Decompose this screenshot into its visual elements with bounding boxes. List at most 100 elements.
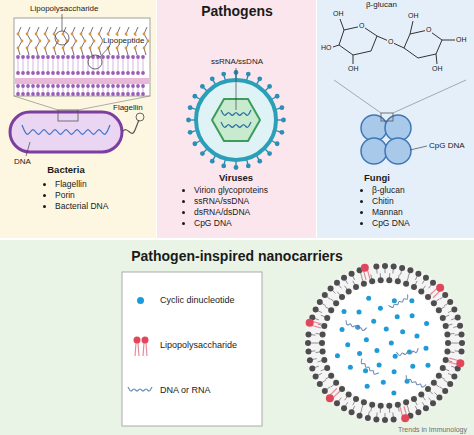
cyclic-dinucleotide bbox=[384, 326, 389, 331]
lipid-head bbox=[339, 386, 345, 392]
lipid-head bbox=[21, 84, 25, 88]
lipid-head bbox=[141, 84, 145, 88]
viral-genome bbox=[221, 110, 251, 127]
lps-head bbox=[326, 394, 334, 402]
cyclic-dinucleotide bbox=[392, 298, 397, 303]
sugar-unit bbox=[134, 33, 137, 36]
lipid-head bbox=[313, 307, 319, 313]
lipid-head bbox=[305, 340, 311, 346]
lipid-head bbox=[305, 331, 311, 337]
lipid-head bbox=[382, 263, 388, 269]
lipid-head bbox=[313, 373, 319, 379]
lipid-head bbox=[81, 71, 85, 75]
lipid-head bbox=[395, 402, 401, 408]
lipid-head bbox=[319, 340, 325, 346]
lipid-head bbox=[431, 300, 437, 306]
lipid-head bbox=[51, 92, 55, 96]
lipid-head bbox=[418, 289, 424, 295]
lipid-head bbox=[66, 71, 70, 75]
panel-heading: Fungi bbox=[364, 172, 390, 183]
sugar-unit bbox=[80, 47, 83, 50]
bullet-list: FlagellinPorinBacterial DNA bbox=[44, 179, 108, 212]
nucleic-acid-sample bbox=[128, 387, 152, 391]
cyclic-dinucleotide bbox=[374, 348, 379, 353]
lipid-head bbox=[131, 84, 135, 88]
sugar-unit bbox=[80, 33, 83, 36]
lipid-head bbox=[440, 315, 446, 321]
sugar-unit bbox=[143, 47, 146, 50]
lipid-head bbox=[126, 84, 130, 88]
leader-line bbox=[410, 146, 427, 150]
liposome-ground bbox=[305, 263, 465, 423]
lipid-head bbox=[131, 71, 135, 75]
lipid-head bbox=[334, 400, 340, 406]
lipid-head bbox=[440, 365, 446, 371]
cyclic-dinucleotide bbox=[424, 321, 429, 326]
glycoprotein bbox=[279, 130, 284, 135]
lipid-head bbox=[101, 71, 105, 75]
lipid-head bbox=[51, 84, 55, 88]
lipid-head bbox=[425, 386, 431, 392]
cyclic-dinucleotide bbox=[410, 364, 415, 369]
lipid-head bbox=[36, 92, 40, 96]
sugar-unit bbox=[62, 33, 65, 36]
lipid-head bbox=[46, 84, 50, 88]
lipid-head bbox=[391, 417, 397, 423]
lipid-head bbox=[328, 373, 334, 379]
pathogen-panel: VirusesVirion glycoproteinsssRNA/ssDNAds… bbox=[157, 0, 316, 238]
glycoprotein bbox=[267, 84, 272, 89]
lipid-head bbox=[425, 294, 431, 300]
atom-label: OH bbox=[347, 65, 360, 73]
part-label: ssRNA/ssDNA bbox=[211, 57, 263, 66]
lipid-head bbox=[126, 92, 130, 96]
lipid-head bbox=[357, 413, 363, 419]
sugar-unit bbox=[62, 47, 65, 50]
sugar-unit bbox=[35, 47, 38, 50]
lipid-head bbox=[121, 55, 125, 59]
cyclic-dinucleotide bbox=[371, 319, 376, 324]
lipid-head bbox=[320, 349, 326, 355]
lipid-tail bbox=[108, 57, 109, 73]
nucleic-acid bbox=[345, 320, 367, 331]
leader-line bbox=[236, 68, 237, 110]
lipid-head bbox=[36, 71, 40, 75]
sugar-unit bbox=[143, 33, 146, 36]
cyclic-dinucleotide bbox=[366, 296, 371, 301]
cyclic-dinucleotide bbox=[364, 337, 369, 342]
glycoprotein bbox=[221, 163, 226, 168]
sugar-unit bbox=[107, 33, 110, 36]
lipid-head bbox=[51, 71, 55, 75]
lipid-head bbox=[116, 84, 120, 88]
lipid-head bbox=[321, 323, 327, 329]
lipid-head bbox=[361, 281, 367, 287]
lipid-head bbox=[431, 380, 437, 386]
lipid-head bbox=[341, 405, 347, 411]
zoom-line bbox=[14, 96, 58, 110]
bacterial-dna bbox=[22, 125, 110, 134]
lipid-head bbox=[391, 263, 397, 269]
lipid-head bbox=[443, 357, 449, 363]
lipid-head bbox=[378, 277, 384, 283]
lipid-head bbox=[46, 71, 50, 75]
lipid-head bbox=[317, 381, 323, 387]
sugar-unit bbox=[39, 40, 42, 43]
lipid-head bbox=[459, 331, 465, 337]
lipid-head bbox=[81, 84, 85, 88]
glycoprotein bbox=[279, 105, 284, 110]
lps-tail bbox=[367, 269, 370, 279]
lipid-head bbox=[395, 278, 401, 284]
sugar-unit bbox=[17, 47, 20, 50]
lps-head bbox=[436, 284, 444, 292]
lipid-tail bbox=[23, 57, 24, 73]
lipid-head bbox=[41, 71, 45, 75]
lipid-head bbox=[91, 92, 95, 96]
sugar-unit bbox=[35, 33, 38, 36]
lipid-head bbox=[21, 71, 25, 75]
pattern-item: Flagellin bbox=[55, 179, 108, 190]
lipid-head bbox=[445, 340, 451, 346]
lps-head bbox=[361, 264, 369, 272]
lipid-head bbox=[373, 417, 379, 423]
lipid-head bbox=[369, 402, 375, 408]
lipid-head bbox=[403, 399, 409, 405]
